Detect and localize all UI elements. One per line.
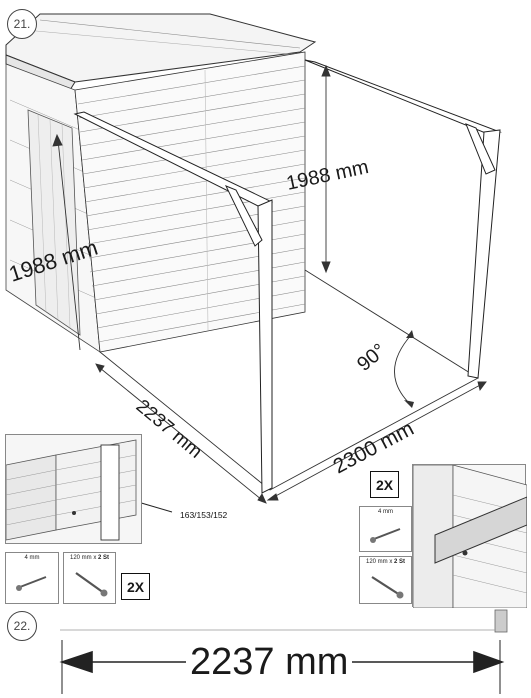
step-22-beam-end bbox=[494, 609, 508, 633]
screw-4mm-box-left: 4 mm bbox=[5, 552, 59, 604]
height-dimension-left bbox=[52, 133, 81, 351]
screw-120mm-qty-right: 2 St bbox=[394, 559, 406, 565]
depth-dimension bbox=[95, 363, 267, 504]
screw-120mm-label: 120 mm x 2 St bbox=[64, 555, 115, 561]
width-dimension bbox=[266, 381, 487, 501]
step-21-badge: 21. bbox=[7, 9, 37, 39]
step-22-dimension-label: 2237 mm bbox=[186, 640, 353, 684]
screw-4mm-icon-right bbox=[370, 528, 401, 543]
screw-4mm-box-right: 4 mm bbox=[359, 506, 412, 552]
detail-right-drawing bbox=[412, 464, 528, 609]
angle-label: 90° bbox=[353, 340, 390, 376]
shed-roof bbox=[5, 13, 317, 91]
screw-120mm-qty: 2 St bbox=[98, 555, 110, 561]
screw-120mm-icon-right bbox=[371, 576, 404, 599]
width-label: 2300 mm bbox=[330, 417, 418, 478]
screw-120mm-size: 120 mm x bbox=[69, 555, 98, 561]
step-22-badge: 22. bbox=[7, 611, 37, 641]
screw-120mm-icon bbox=[75, 572, 108, 597]
screw-120mm-box-left: 120 mm x 2 St bbox=[63, 552, 116, 604]
screw-120mm-box-right: 120 mm x 2 St bbox=[359, 556, 412, 604]
frame-beams bbox=[73, 59, 502, 494]
shed-front-wall bbox=[5, 63, 101, 353]
shed-side-wall bbox=[74, 51, 306, 353]
part-number-label: 163/153/152 bbox=[180, 510, 228, 520]
screw-4mm-icon bbox=[16, 576, 47, 591]
quantity-badge-left: 2X bbox=[121, 573, 150, 600]
screw-120mm-size-right: 120 mm x bbox=[365, 559, 394, 565]
screw-4mm-label: 4 mm bbox=[24, 555, 40, 561]
detail-left-closeup bbox=[5, 434, 142, 544]
detail-left-drawing bbox=[5, 439, 137, 541]
right-angle-arc bbox=[394, 333, 413, 405]
screw-4mm-label-right: 4 mm bbox=[378, 509, 393, 515]
height-dimension-right bbox=[321, 64, 331, 274]
detail-right-closeup bbox=[412, 464, 528, 609]
screw-120mm-label-right: 120 mm x 2 St bbox=[360, 559, 411, 565]
quantity-badge-right: 2X bbox=[370, 471, 399, 498]
floor-outline bbox=[99, 269, 479, 491]
